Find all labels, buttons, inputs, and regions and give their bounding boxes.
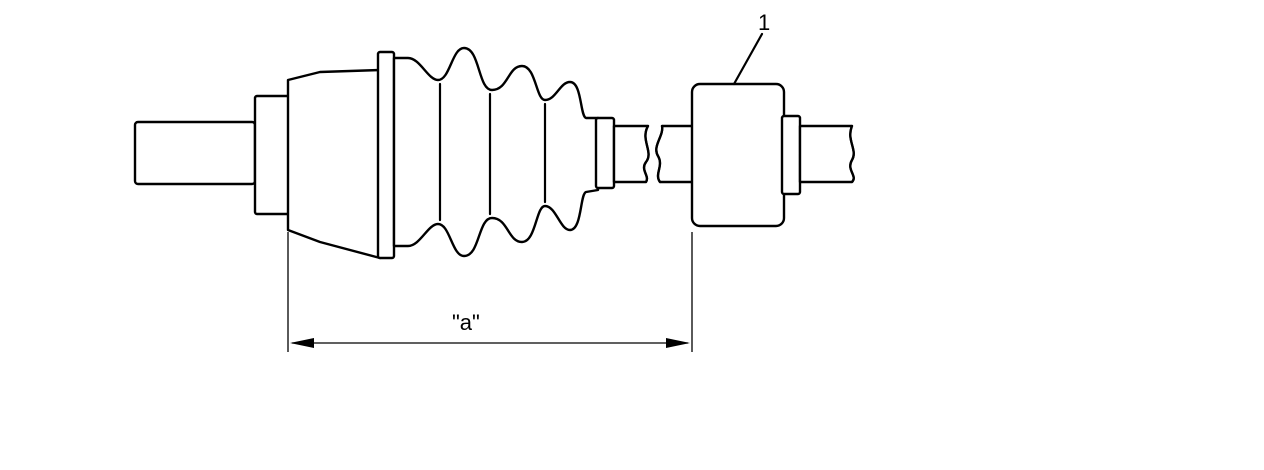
left-shaft-stub: [133, 120, 257, 186]
cv-joint-housing: [286, 68, 382, 260]
dimension-a-extension-lines: [287, 232, 693, 352]
boot-clamp-small: [594, 116, 616, 190]
dimension-arrow-left-icon: [290, 338, 314, 348]
dimension-a-line: [290, 338, 690, 348]
left-collar: [253, 94, 293, 216]
dimension-a-label: "a": [452, 310, 480, 335]
dimension-arrow-right-icon: [666, 338, 690, 348]
right-collar: [780, 114, 802, 196]
right-shaft-end: [798, 124, 855, 184]
boot-clamp-large: [376, 50, 396, 260]
callout-1-label: 1: [758, 10, 770, 35]
axle-shaft-damper: [690, 82, 786, 228]
shaft-break-section: [612, 124, 698, 184]
callout-1-leader: [732, 32, 764, 86]
cv-boot-bellows: [392, 46, 600, 258]
